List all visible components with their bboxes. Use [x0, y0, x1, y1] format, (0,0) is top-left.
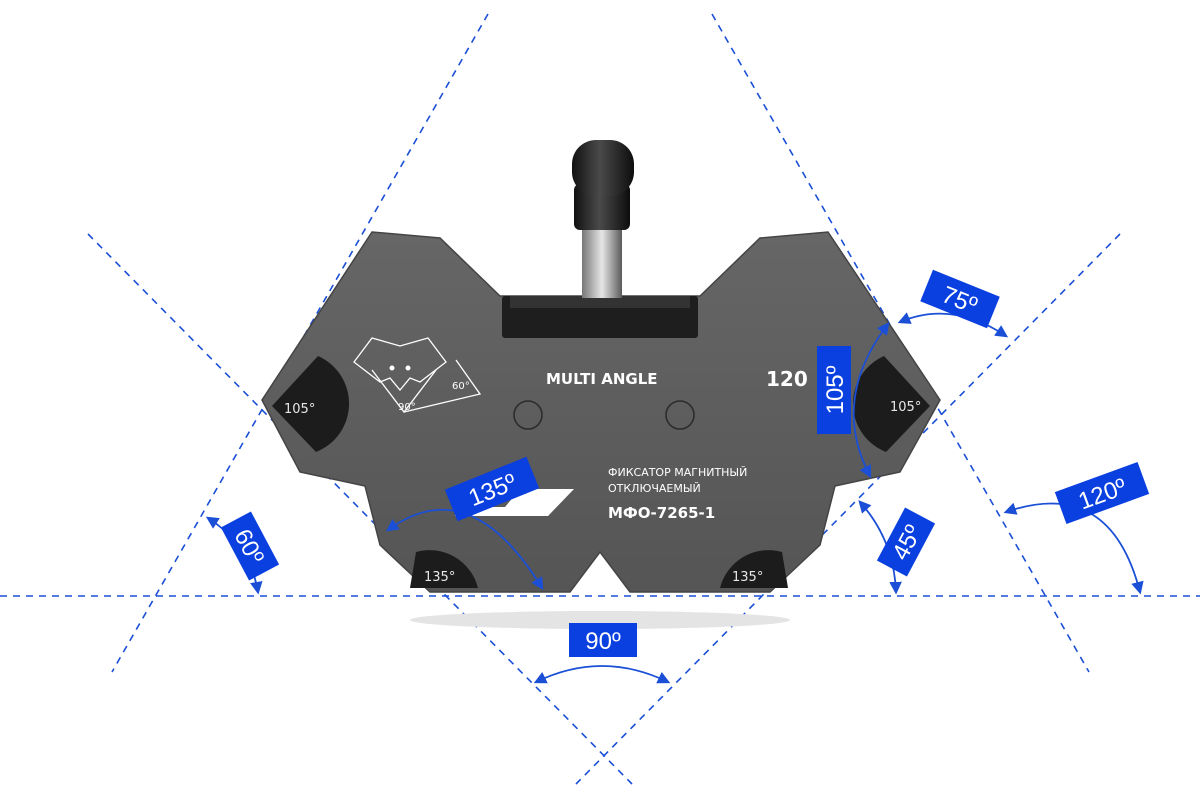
pictogram-angle-60: 60° [452, 381, 470, 392]
magnetic-fixture: 60° 90° MULTI ANGLE 120 ФИКСАТОР МАГНИТН… [261, 140, 941, 629]
device-shadow [410, 611, 790, 629]
multi-angle-label: MULTI ANGLE [546, 370, 658, 388]
product-title-line1: ФИКСАТОР МАГНИТНЫЙ [608, 466, 747, 479]
badge-105: 105º [817, 346, 851, 434]
model-number: МФО-7265-1 [608, 504, 715, 522]
release-lever-top [510, 296, 690, 308]
knob-cap [572, 140, 634, 196]
svg-text:105º: 105º [822, 365, 849, 414]
pictogram-dot-left [389, 365, 395, 371]
badge-75: 75º [920, 269, 1000, 329]
arc-105 [852, 321, 890, 479]
badge-120: 120º [1054, 461, 1150, 525]
svg-text:90º: 90º [585, 628, 621, 655]
product-title-line2: ОТКЛЮЧАЕМЫЙ [608, 482, 701, 495]
corner-label-left: 105° [284, 402, 315, 417]
pictogram-angle-90: 90° [398, 402, 416, 413]
mount-hole-right [665, 400, 695, 430]
arc-90 [533, 665, 671, 684]
corner-pad-left [272, 356, 350, 452]
corner-pad-bottom-right [720, 550, 788, 588]
corner-label-bottom-right: 135° [732, 570, 763, 585]
mount-hole-left [513, 400, 543, 430]
corner-label-right: 105° [890, 400, 921, 415]
angle-arcs [205, 312, 1144, 684]
arc-75 [897, 312, 1009, 338]
fixture-body [261, 231, 941, 593]
size-number: 120 [766, 367, 808, 391]
knob-shaft [582, 226, 622, 298]
pictogram-dot-right [405, 365, 411, 371]
angle-pictogram [353, 337, 482, 414]
corner-label-bottom-left: 135° [424, 570, 455, 585]
badge-90: 90º [569, 623, 637, 657]
knob-collar [574, 184, 630, 230]
badge-60: 60º [220, 511, 280, 581]
